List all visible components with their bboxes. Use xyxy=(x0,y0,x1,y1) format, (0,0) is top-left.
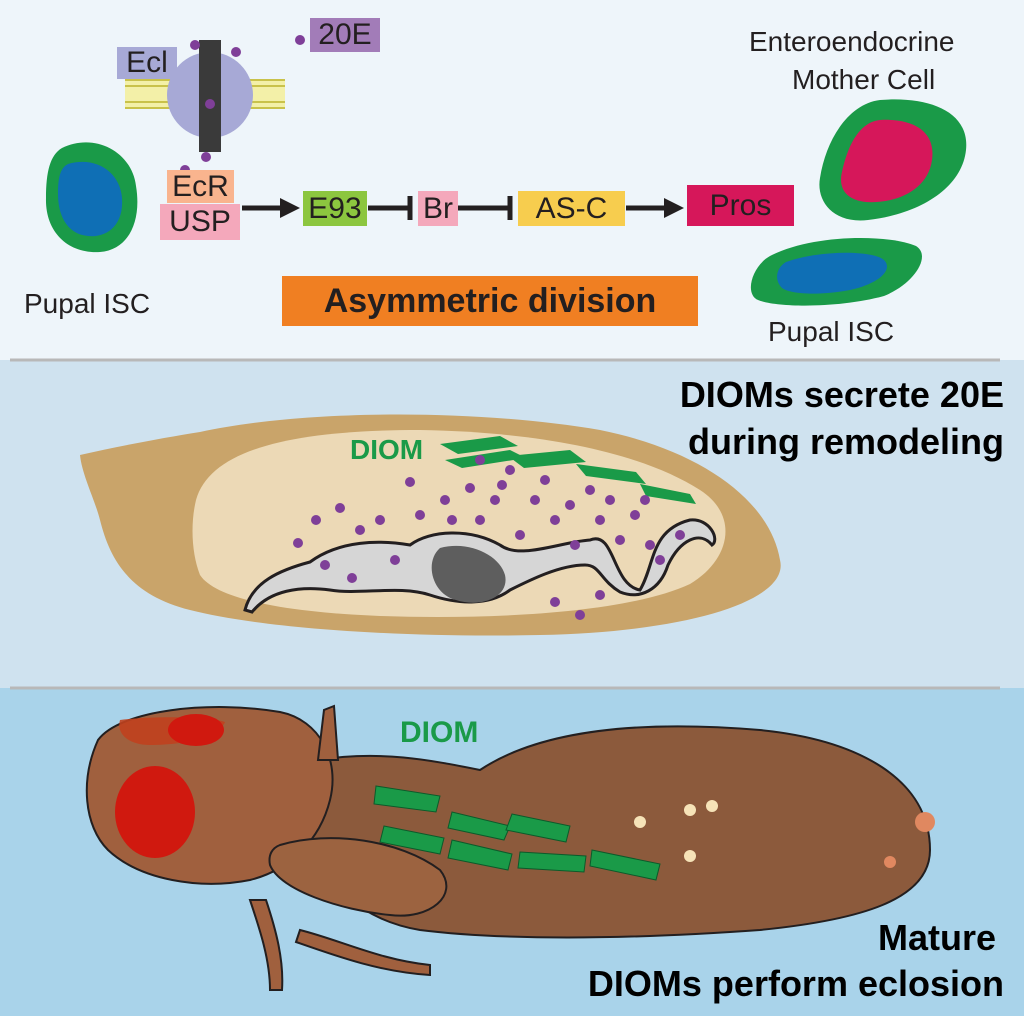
diom-muscles-adult xyxy=(373,785,661,881)
panel2-title-line1: DIOMs secrete 20E xyxy=(679,374,1004,415)
ecdysone-molecules xyxy=(180,35,305,175)
panel3-title-line2: DIOMs perform eclosion xyxy=(587,963,1004,1004)
pros-label: Pros xyxy=(687,185,794,226)
ecl-transporter xyxy=(167,40,253,152)
br-label: Br xyxy=(418,191,458,226)
usp-label: USP xyxy=(160,204,240,240)
pupal-isc-label-right: Pupal ISC xyxy=(768,316,895,347)
pupal-isc-label-left: Pupal ISC xyxy=(24,288,151,319)
hormone-20e-label: 20E xyxy=(310,18,380,52)
enteroendocrine-mother-cell xyxy=(819,99,967,221)
pathway-arrows xyxy=(242,196,684,220)
e93-label: E93 xyxy=(303,191,367,226)
ecr-label: EcR xyxy=(167,170,234,203)
fly-eclosion-illustration xyxy=(85,704,935,991)
diom-muscles-pupa xyxy=(440,436,696,504)
ee-mother-cell-label-line1: Enteroendocrine xyxy=(749,26,955,57)
panel3-title-line1: Mature xyxy=(877,917,996,958)
pupal-isc-cell-left xyxy=(45,142,138,253)
pupal-isc-cell-right xyxy=(750,237,922,306)
ecdysone-molecules-pupa xyxy=(293,455,685,620)
asymmetric-division-banner: Asymmetric division xyxy=(282,276,698,326)
ee-mother-cell-label-line2: Mother Cell xyxy=(792,64,936,95)
ecl-label: Ecl xyxy=(117,47,177,79)
panel2-title-line2: during remodeling xyxy=(687,421,1004,462)
asc-label: AS-C xyxy=(518,191,625,226)
diom-label-adult: DIOM xyxy=(400,716,479,749)
diom-label-pupa: DIOM xyxy=(350,434,424,465)
